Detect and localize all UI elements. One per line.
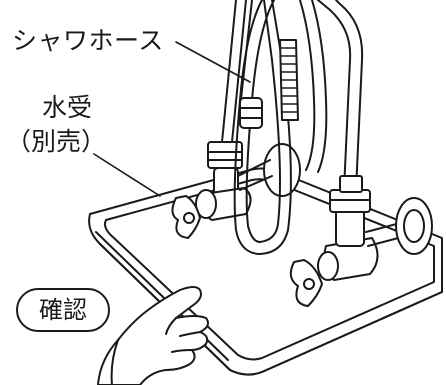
confirm-label: 確認 [39, 296, 87, 324]
shower-hose-label: シャワホース [12, 26, 164, 55]
leader-lines [93, 41, 251, 197]
confirm-badge: 確認 [16, 288, 110, 332]
left-valve [171, 141, 252, 239]
hand-illustration [97, 286, 209, 385]
water-tray-sold-separately-label: （別売） [6, 127, 107, 156]
right-upper-hose [299, 0, 328, 173]
right-supply-hose [317, 0, 364, 193]
water-tray-label: 水受 [42, 93, 93, 122]
shower-hose-loop [233, 0, 299, 255]
